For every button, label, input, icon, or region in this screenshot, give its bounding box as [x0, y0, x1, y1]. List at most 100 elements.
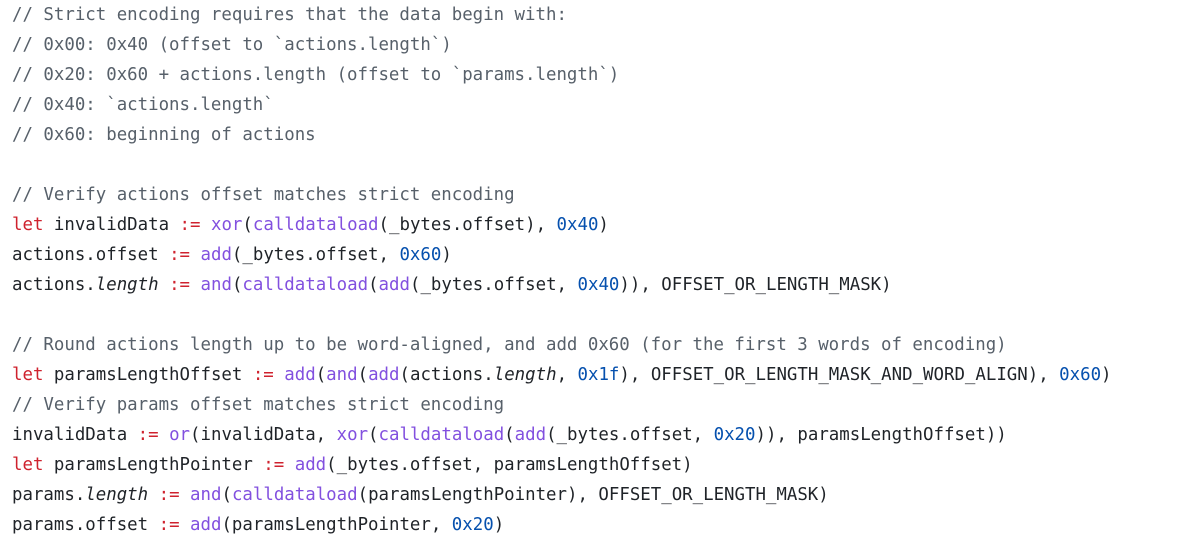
- function-token: or: [169, 425, 191, 445]
- code-line: invalidData := or(invalidData, xor(calld…: [12, 420, 1007, 450]
- property-token: length: [493, 365, 557, 385]
- number-token: 0x60: [1059, 365, 1102, 385]
- keyword-token: :=: [169, 245, 191, 265]
- code-token: )), OFFSET_OR_LENGTH_MASK): [619, 275, 892, 295]
- code-token: (: [315, 365, 327, 385]
- code-token: paramsLengthPointer: [43, 455, 264, 475]
- code-line: let paramsLengthPointer := add(_bytes.of…: [12, 450, 693, 480]
- keyword-token: :=: [252, 365, 274, 385]
- function-token: xor: [210, 215, 243, 235]
- code-line: // 0x20: 0x60 + actions.length (offset t…: [12, 60, 619, 90]
- code-token: (: [504, 425, 515, 445]
- code-token: (: [242, 215, 253, 235]
- code-line: // Strict encoding requires that the dat…: [12, 0, 567, 30]
- code-line: // 0x60: beginning of actions: [12, 120, 316, 150]
- code-token: )), paramsLengthOffset)): [755, 425, 1007, 445]
- number-token: 0x40: [556, 215, 599, 235]
- number-token: 0x20: [713, 425, 756, 445]
- code-token: [190, 275, 200, 295]
- code-token: (_bytes.offset, paramsLengthOffset): [326, 455, 693, 475]
- code-view: // Strict encoding requires that the dat…: [12, 0, 1192, 547]
- function-token: and: [200, 275, 232, 295]
- code-token: [148, 485, 158, 505]
- code-token: invalidData: [12, 425, 138, 445]
- code-token: (: [368, 275, 379, 295]
- property-token: length: [85, 485, 149, 505]
- code-line: // 0x40: `actions.length`: [12, 90, 274, 120]
- code-token: ,: [556, 365, 578, 385]
- code-token: (_bytes.offset,: [409, 275, 578, 295]
- code-token: ): [1101, 365, 1112, 385]
- code-token: (: [368, 425, 379, 445]
- code-token: params.offset: [12, 515, 159, 535]
- code-token: (_bytes.offset,: [546, 425, 714, 445]
- function-token: add: [200, 245, 232, 265]
- number-token: 0x20: [451, 515, 494, 535]
- keyword-token: :=: [158, 515, 180, 535]
- code-token: (: [231, 275, 243, 295]
- property-token: length: [95, 275, 159, 295]
- code-token: actions.offset: [12, 245, 170, 265]
- number-token: 0x1f: [577, 365, 620, 385]
- function-token: and: [326, 365, 358, 385]
- code-token: actions.: [12, 275, 96, 295]
- comment-token: // 0x40: `actions.length`: [12, 95, 274, 115]
- code-token: paramsLengthOffset: [43, 365, 253, 385]
- keyword-token: :=: [137, 425, 159, 445]
- code-token: ): [598, 215, 609, 235]
- comment-token: // Round actions length up to be word-al…: [12, 335, 1007, 355]
- code-line: actions.offset := add(_bytes.offset, 0x6…: [12, 240, 452, 270]
- code-line: // Verify params offset matches strict e…: [12, 390, 504, 420]
- comment-token: // Strict encoding requires that the dat…: [12, 5, 567, 25]
- code-line: params.length := and(calldataload(params…: [12, 480, 829, 510]
- keyword-token: :=: [263, 455, 285, 475]
- code-token: [190, 245, 200, 265]
- code-token: (invalidData,: [190, 425, 337, 445]
- comment-token: // Verify actions offset matches strict …: [12, 185, 515, 205]
- code-token: [159, 275, 169, 295]
- code-token: (actions.: [399, 365, 494, 385]
- code-token: [274, 365, 284, 385]
- code-token: [159, 425, 169, 445]
- function-token: add: [368, 365, 400, 385]
- function-token: calldataload: [231, 485, 358, 505]
- code-token: (paramsLengthPointer,: [221, 515, 452, 535]
- code-token: params.: [12, 485, 86, 505]
- number-token: 0x60: [399, 245, 442, 265]
- code-token: [180, 485, 190, 505]
- code-token: [180, 515, 190, 535]
- code-line: params.offset := add(paramsLengthPointer…: [12, 510, 504, 540]
- code-token: (: [357, 365, 369, 385]
- comment-token: // 0x60: beginning of actions: [12, 125, 316, 145]
- function-token: add: [378, 275, 410, 295]
- keyword-token: let: [12, 215, 44, 235]
- code-token: (paramsLengthPointer), OFFSET_OR_LENGTH_…: [357, 485, 829, 505]
- keyword-token: :=: [169, 275, 191, 295]
- code-token: [201, 215, 211, 235]
- code-token: invalidData: [43, 215, 180, 235]
- code-token: (_bytes.offset),: [378, 215, 557, 235]
- code-line: // 0x00: 0x40 (offset to `actions.length…: [12, 30, 452, 60]
- code-token: ): [493, 515, 505, 535]
- code-token: [284, 455, 294, 475]
- keyword-token: let: [12, 455, 44, 475]
- code-token: (: [221, 485, 232, 505]
- keyword-token: let: [12, 365, 44, 385]
- code-line: let invalidData := xor(calldataload(_byt…: [12, 210, 609, 240]
- comment-token: // Verify params offset matches strict e…: [12, 395, 505, 415]
- keyword-token: :=: [179, 215, 201, 235]
- function-token: add: [284, 365, 316, 385]
- function-token: calldataload: [242, 275, 369, 295]
- function-token: calldataload: [378, 425, 505, 445]
- code-token: ), OFFSET_OR_LENGTH_MASK_AND_WORD_ALIGN)…: [619, 365, 1060, 385]
- function-token: and: [190, 485, 222, 505]
- code-line: actions.length := and(calldataload(add(_…: [12, 270, 892, 300]
- code-token: ): [441, 245, 452, 265]
- function-token: add: [190, 515, 222, 535]
- function-token: calldataload: [252, 215, 379, 235]
- function-token: add: [514, 425, 547, 445]
- function-token: xor: [336, 425, 369, 445]
- function-token: add: [294, 455, 327, 475]
- code-line: // Round actions length up to be word-al…: [12, 330, 1007, 360]
- code-token: (_bytes.offset,: [231, 245, 400, 265]
